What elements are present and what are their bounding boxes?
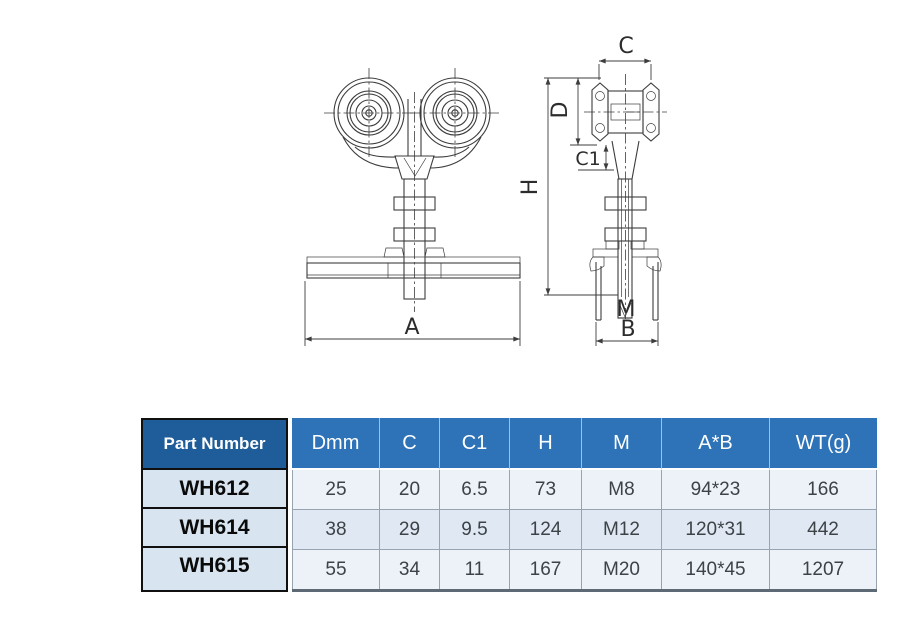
spec-cell: 34 — [380, 550, 440, 589]
dim-label-b: B — [620, 317, 635, 342]
spec-cell: 124 — [510, 510, 582, 550]
dimension-d: D — [548, 78, 597, 146]
dim-label-a: A — [404, 315, 419, 340]
left-wheel — [324, 68, 414, 158]
side-shaft — [604, 140, 647, 319]
front-plate — [306, 247, 521, 279]
side-view-drawing: C D — [548, 34, 667, 346]
dim-label-m: M — [617, 297, 636, 322]
column-header-dmm: Dmm — [292, 418, 380, 470]
column-header-c1: C1 — [440, 418, 510, 470]
dimension-h: H — [518, 77, 618, 296]
spec-cell: 25 — [292, 470, 380, 510]
column-header-m: M — [582, 418, 662, 470]
dim-label-c1: C1 — [575, 148, 600, 170]
spec-cell: 9.5 — [440, 510, 510, 550]
spec-cell: M8 — [582, 470, 662, 510]
dimension-b: B — [595, 317, 659, 346]
column-header-c: C — [380, 418, 440, 470]
spec-cell: 120*31 — [662, 510, 770, 550]
right-wheel — [410, 68, 500, 158]
dimension-c1: C1 — [575, 145, 614, 171]
front-bracket — [342, 99, 482, 180]
dim-label-h: H — [518, 179, 543, 196]
spec-grid: Dmm C C1 H M A*B WT(g) 25 20 6.5 73 M8 9… — [292, 418, 877, 592]
dimension-c: C — [598, 34, 652, 80]
front-view-drawing: A — [304, 68, 521, 346]
column-header-h: H — [510, 418, 582, 470]
spec-cell: 29 — [380, 510, 440, 550]
column-header-ab: A*B — [662, 418, 770, 470]
spec-cell: 167 — [510, 550, 582, 589]
spec-cell: 20 — [380, 470, 440, 510]
spec-cell: 140*45 — [662, 550, 770, 589]
spec-cell: 11 — [440, 550, 510, 589]
dimension-a: A — [304, 281, 521, 346]
trolley-technical-drawing: A H C — [304, 34, 667, 346]
dim-label-c: C — [618, 34, 633, 59]
spec-cell: 6.5 — [440, 470, 510, 510]
spec-cell: 38 — [292, 510, 380, 550]
part-number-header: Part Number — [143, 420, 286, 468]
spec-cell: 1207 — [770, 550, 877, 589]
column-header-wt: WT(g) — [770, 418, 877, 470]
spec-cell: M12 — [582, 510, 662, 550]
spec-table: Part Number WH612 WH614 WH615 Dmm C C1 H… — [141, 418, 877, 592]
part-number-wh614: WH614 — [143, 507, 286, 546]
spec-cell: 55 — [292, 550, 380, 589]
part-number-wh612: WH612 — [143, 468, 286, 507]
dim-label-d: D — [548, 102, 573, 119]
spec-cell: M20 — [582, 550, 662, 589]
spec-cell: 94*23 — [662, 470, 770, 510]
spec-cell: 442 — [770, 510, 877, 550]
side-track-section — [589, 240, 662, 321]
spec-cell: 166 — [770, 470, 877, 510]
part-number-wh615: WH615 — [143, 546, 286, 584]
spec-cell: 73 — [510, 470, 582, 510]
part-number-column: Part Number WH612 WH614 WH615 — [141, 418, 288, 592]
